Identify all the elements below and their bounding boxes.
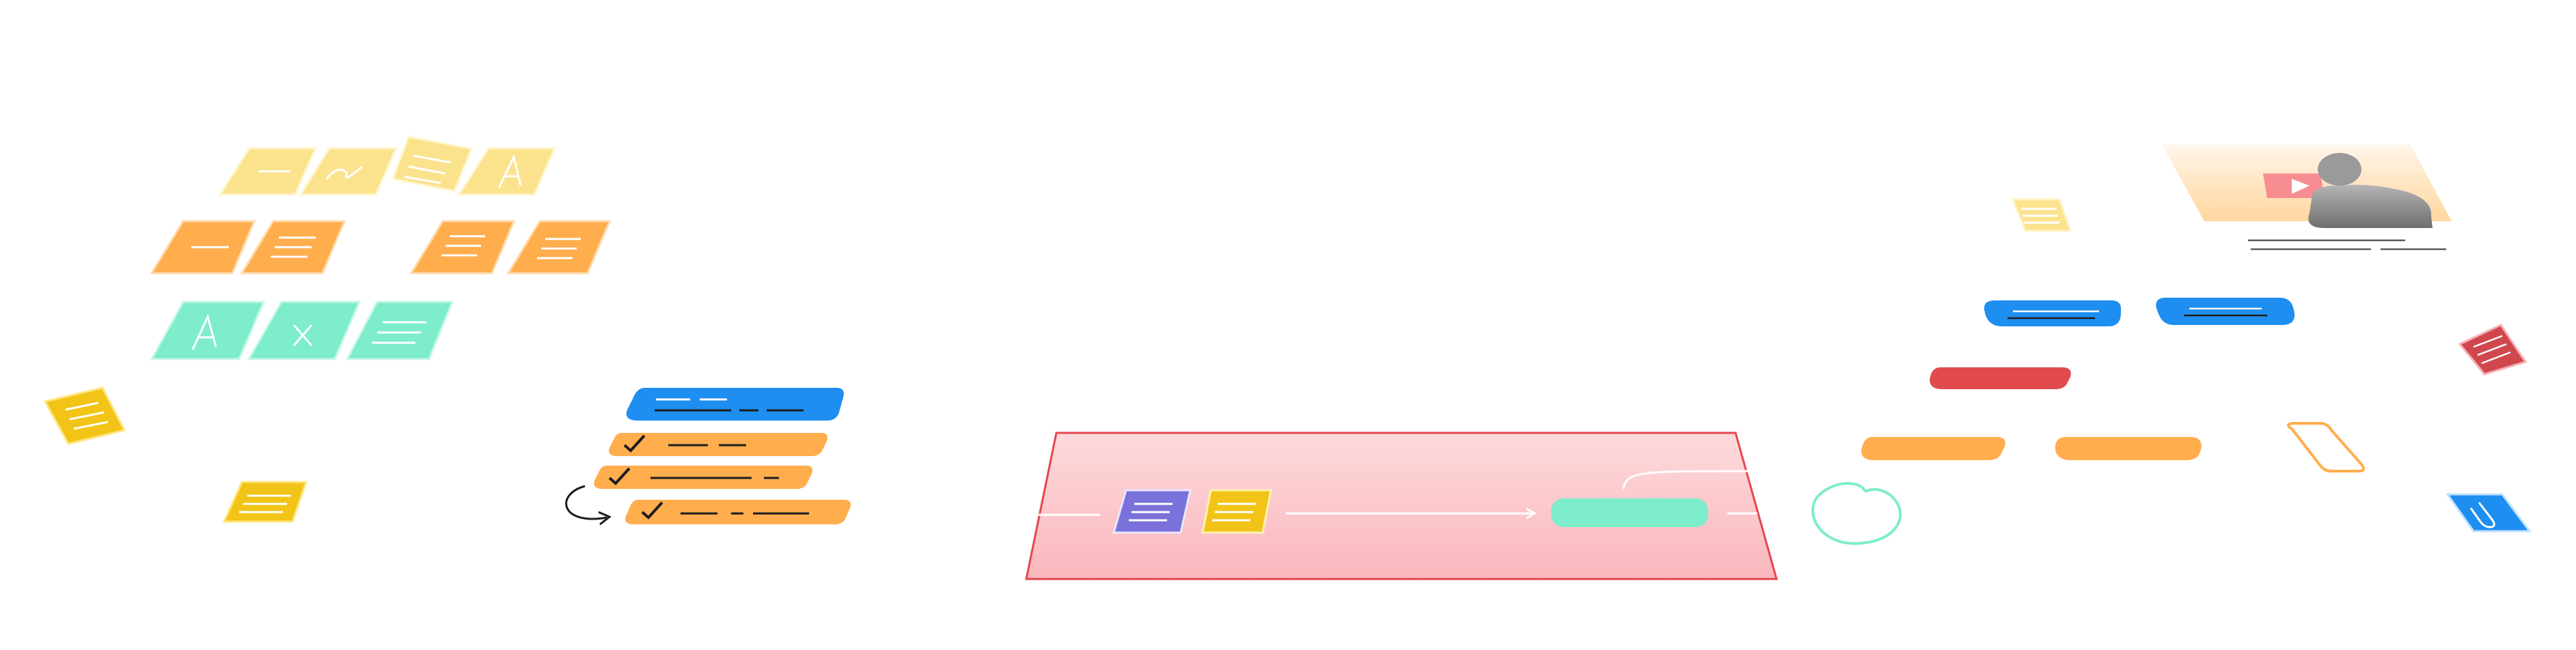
checkmark-icon[interactable] (608, 467, 631, 485)
sticky-note-dark-red[interactable] (2458, 324, 2527, 376)
checklist-item[interactable] (566, 500, 851, 524)
card-orange[interactable] (1861, 437, 2005, 460)
avatar (2308, 153, 2433, 228)
paperclip-icon (2469, 502, 2495, 528)
sticky-note-cluster-orange (150, 220, 612, 274)
sticky-note-cluster-mint (150, 300, 454, 361)
attachment-card[interactable] (2445, 493, 2532, 533)
video-card[interactable] (2162, 145, 2452, 251)
diamond-shape[interactable] (2287, 422, 2366, 472)
checklist-item[interactable] (558, 433, 827, 456)
sticky-note[interactable] (247, 300, 361, 361)
flow-connector-curve (1622, 470, 1750, 490)
sticky-note[interactable] (240, 220, 346, 274)
sticky-note-light-yellow[interactable] (2011, 198, 2072, 232)
sticky-note-yellow-tilted[interactable] (43, 386, 126, 445)
flow-card-yellow[interactable] (1201, 489, 1272, 534)
sticky-note-yellow[interactable] (222, 481, 308, 523)
sticky-note[interactable] (506, 220, 612, 274)
flow-pill-mint[interactable] (1551, 498, 1708, 527)
card-orange[interactable] (2055, 437, 2202, 460)
sticky-note[interactable] (299, 147, 398, 196)
sticky-note[interactable] (391, 135, 474, 193)
flow-frame[interactable] (1025, 432, 1778, 580)
sticky-note[interactable] (150, 220, 256, 274)
sticky-note[interactable] (409, 220, 516, 274)
checkmark-icon[interactable] (623, 434, 646, 453)
sticky-note[interactable] (345, 300, 454, 361)
checklist-item[interactable] (538, 466, 812, 489)
checkmark-icon[interactable] (641, 501, 663, 520)
checklist (538, 388, 851, 526)
card-blue[interactable] (2156, 298, 2295, 325)
sticky-note[interactable] (457, 147, 557, 196)
sticky-note[interactable] (150, 300, 266, 361)
card-red[interactable] (1930, 367, 2071, 389)
card-blue[interactable] (1984, 300, 2121, 326)
circle-outline-icon[interactable] (1811, 481, 1902, 546)
sticky-note[interactable] (218, 147, 318, 196)
checklist-header[interactable] (626, 388, 844, 421)
flow-card-purple[interactable] (1112, 489, 1192, 534)
play-icon[interactable] (2292, 179, 2310, 194)
sticky-note-cluster-yellow (218, 135, 557, 196)
curved-arrow-icon (565, 485, 612, 526)
flow-connector-arrow (1286, 507, 1537, 520)
